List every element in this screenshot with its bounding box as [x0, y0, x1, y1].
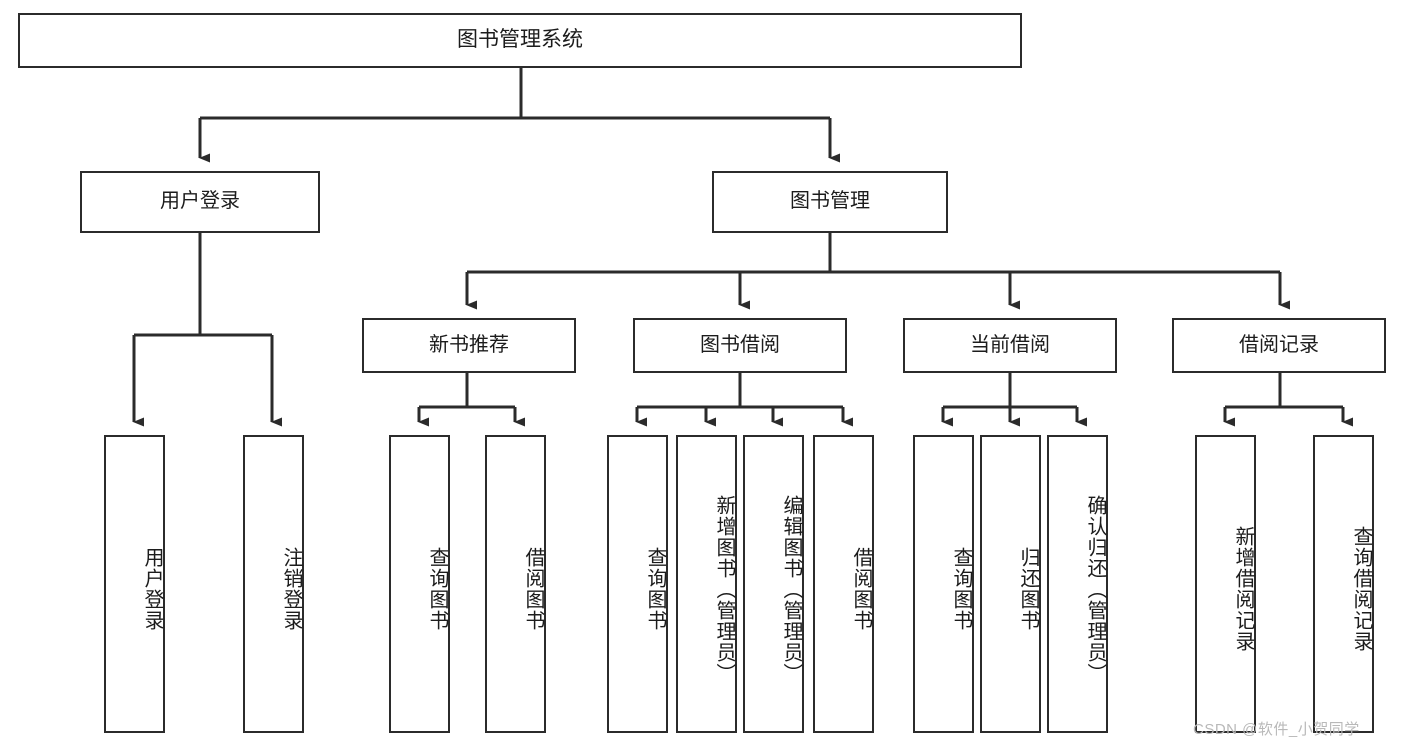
node-leaf-confirm-return-label: 确认归还（管理员） — [1084, 494, 1106, 684]
node-leaf-borrow-book-1[interactable]: 借阅图书 — [485, 435, 546, 733]
node-leaf-query-book-1[interactable]: 查询图书 — [389, 435, 450, 733]
node-leaf-borrow-book-2[interactable]: 借阅图书 — [813, 435, 874, 733]
node-leaf-query-book-2[interactable]: 查询图书 — [607, 435, 668, 733]
node-current-borrow-label: 当前借阅 — [970, 333, 1050, 356]
node-leaf-query-book-3[interactable]: 查询图书 — [913, 435, 974, 733]
node-leaf-query-book-3-label: 查询图书 — [950, 547, 972, 631]
node-leaf-confirm-return[interactable]: 确认归还（管理员） — [1047, 435, 1108, 733]
node-leaf-borrow-book-2-label: 借阅图书 — [850, 547, 872, 631]
node-leaf-query-book-2-label: 查询图书 — [644, 547, 666, 631]
node-leaf-add-book-label: 新增图书（管理员） — [713, 494, 735, 684]
node-book-borrow-label: 图书借阅 — [700, 333, 780, 356]
node-new-book-rec[interactable]: 新书推荐 — [362, 318, 576, 373]
node-root-label: 图书管理系统 — [457, 28, 583, 52]
node-leaf-user-logout-label: 注销登录 — [280, 547, 302, 631]
node-current-borrow[interactable]: 当前借阅 — [903, 318, 1117, 373]
node-leaf-query-book-1-label: 查询图书 — [426, 547, 448, 631]
node-borrow-record-label: 借阅记录 — [1239, 333, 1319, 356]
node-leaf-return-book[interactable]: 归还图书 — [980, 435, 1041, 733]
node-leaf-return-book-label: 归还图书 — [1017, 547, 1039, 631]
node-leaf-user-login-label: 用户登录 — [141, 547, 163, 631]
node-leaf-edit-book-label: 编辑图书（管理员） — [780, 494, 802, 684]
node-user-login[interactable]: 用户登录 — [80, 171, 320, 233]
node-borrow-record[interactable]: 借阅记录 — [1172, 318, 1386, 373]
node-new-book-rec-label: 新书推荐 — [429, 333, 509, 356]
node-leaf-edit-book[interactable]: 编辑图书（管理员） — [743, 435, 804, 733]
node-book-manage[interactable]: 图书管理 — [712, 171, 948, 233]
node-leaf-add-record[interactable]: 新增借阅记录 — [1195, 435, 1256, 733]
node-leaf-borrow-book-1-label: 借阅图书 — [522, 547, 544, 631]
node-leaf-add-book[interactable]: 新增图书（管理员） — [676, 435, 737, 733]
node-root[interactable]: 图书管理系统 — [18, 13, 1022, 68]
node-book-borrow[interactable]: 图书借阅 — [633, 318, 847, 373]
node-leaf-user-login[interactable]: 用户登录 — [104, 435, 165, 733]
node-leaf-add-record-label: 新增借阅记录 — [1232, 526, 1254, 652]
node-leaf-query-record-label: 查询借阅记录 — [1350, 526, 1372, 652]
csdn-watermark: CSDN @软件_小贺同学 — [1193, 721, 1360, 738]
node-book-manage-label: 图书管理 — [790, 190, 870, 213]
node-user-login-label: 用户登录 — [160, 190, 240, 213]
node-leaf-query-record[interactable]: 查询借阅记录 — [1313, 435, 1374, 733]
node-leaf-user-logout[interactable]: 注销登录 — [243, 435, 304, 733]
